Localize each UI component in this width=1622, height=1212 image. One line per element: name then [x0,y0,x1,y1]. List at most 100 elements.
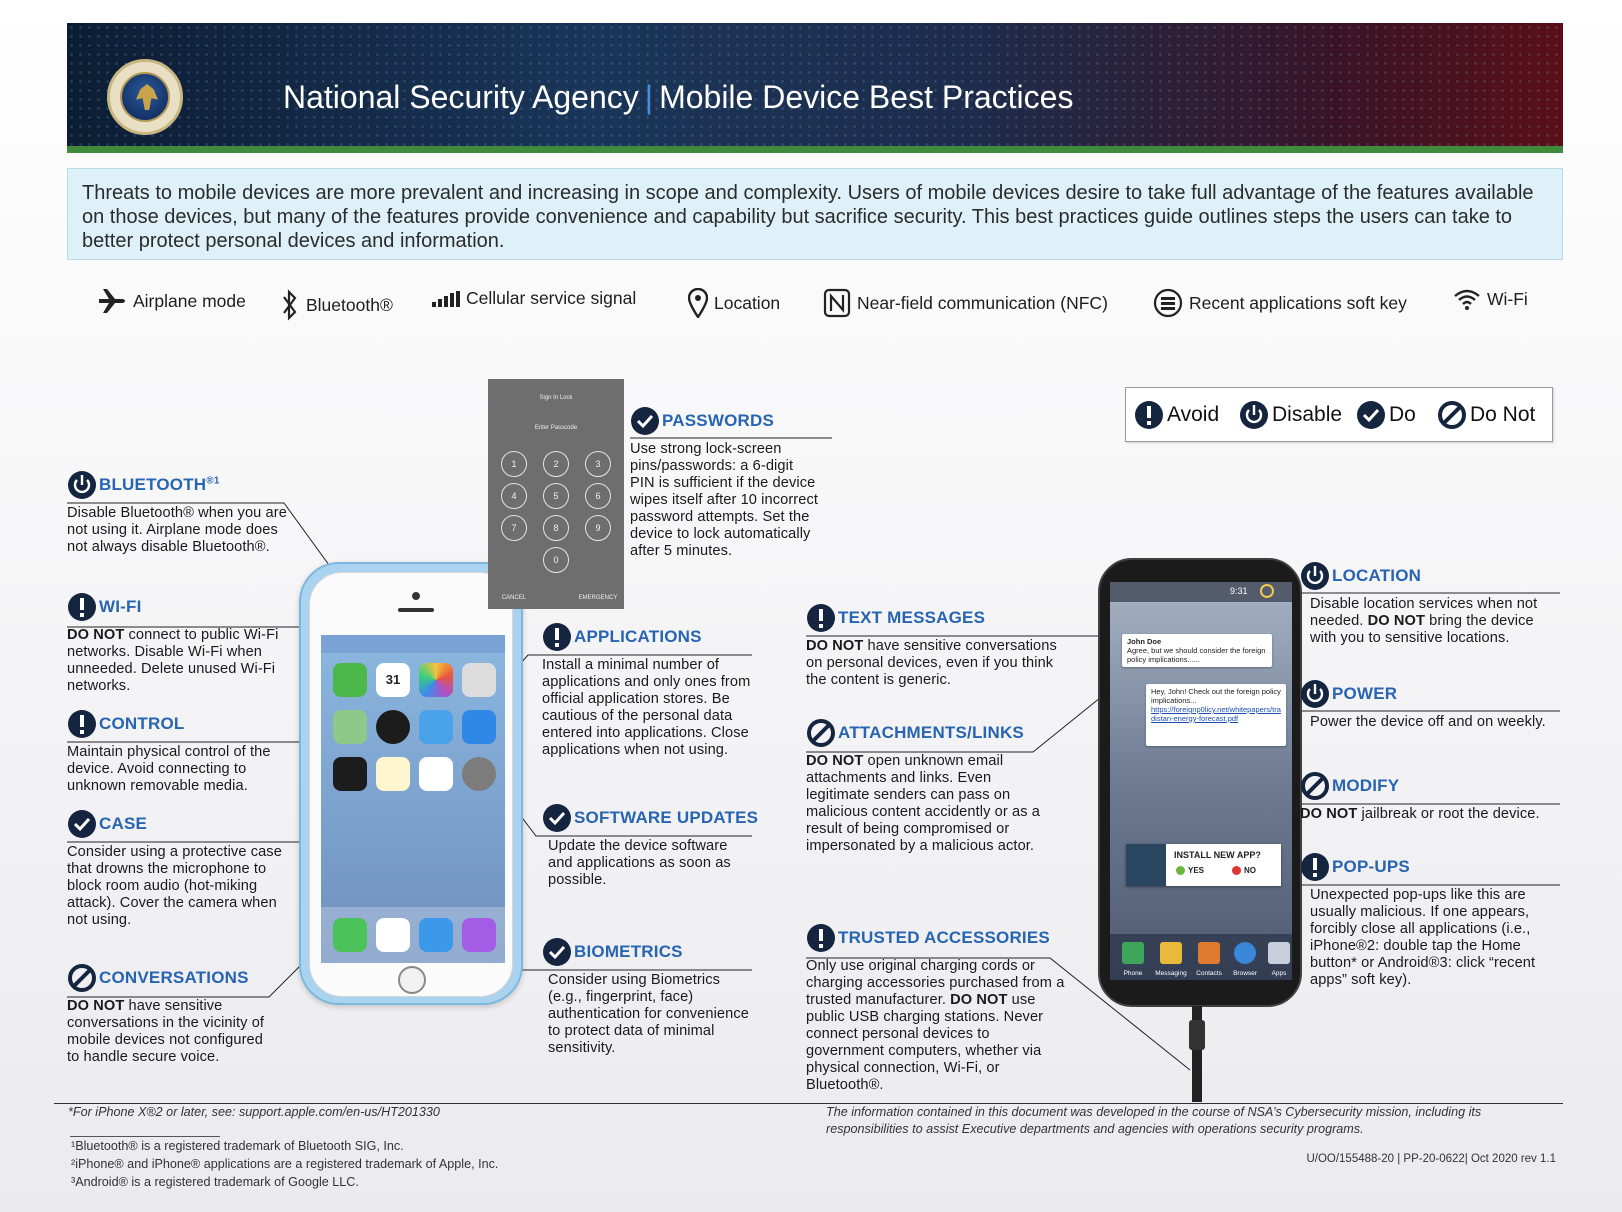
iphone-dock [321,907,505,963]
section-body: Consider using a protective case that dr… [67,844,282,928]
popup-yes-button[interactable]: YES [1176,866,1204,875]
check-icon [68,810,96,838]
avoid-icon [1135,401,1163,429]
section-title: ATTACHMENTS/LINKS [838,723,1024,742]
android-clock: 9:31 [1230,586,1248,596]
popup-title: INSTALL NEW APP? [1174,850,1261,860]
section-case: CASE Consider using a protective case th… [67,809,297,929]
safari-app-icon [376,918,410,952]
avoid-icon [68,710,96,738]
key-disable: Disable [1239,400,1342,430]
section-title: WI-FI [99,597,142,616]
legend-label: Near-field communication (NFC) [857,292,1108,313]
avoid-icon [68,593,96,621]
check-icon [1357,401,1385,429]
section-title: PASSWORDS [662,411,774,430]
install-app-popup: INSTALL NEW APP? YES NO [1126,844,1281,886]
prohibited-icon [1301,772,1329,800]
keypad-key: 7 [501,515,527,541]
keypad-key: 8 [543,515,569,541]
banner-green-rule [67,146,1563,153]
maps-app-icon [333,710,367,744]
section-body: DO NOT jailbreak or root the device. [1300,806,1540,822]
iphone-screen: 31 [321,635,505,963]
prohibited-icon [68,964,96,992]
download-icon [1126,844,1166,886]
section-body: Use strong lock-screen pins/passwords: a… [630,441,819,559]
symbol-key-box: Avoid Disable Do Do Not [1125,387,1553,442]
phishing-link[interactable]: https://foreignp0licy.net/whitepapers/tr… [1151,705,1281,723]
title-separator: | [644,79,654,115]
disclaimer: The information contained in this docume… [826,1105,1482,1136]
section-title: APPLICATIONS [574,627,702,646]
stocks-app-icon [333,757,367,791]
section-body: Only use original charging cords or char… [806,958,1065,1093]
section-body: Power the device off and on weekly. [1310,714,1546,730]
power-icon [1301,562,1329,590]
key-do-label: Do [1389,403,1416,426]
key-disable-label: Disable [1272,403,1343,426]
section-body: Consider using Biometrics (e.g., fingerp… [548,972,749,1056]
location-pin-icon [688,288,708,318]
section-passwords: PASSWORDS Use strong lock-screen pins/pa… [630,406,820,560]
section-title: MODIFY [1332,776,1400,795]
messaging-app-icon [1160,942,1182,964]
key-avoid-label: Avoid [1167,403,1220,426]
page-title: National Security Agency|Mobile Device B… [283,79,1073,116]
section-control: CONTROL Maintain physical control of the… [67,709,297,795]
section-body: Maintain physical control of the device.… [67,744,271,794]
section-body: Unexpected pop-ups like this are usually… [1310,887,1536,988]
doc-title: Mobile Device Best Practices [659,79,1074,115]
nsa-seal-logo [107,59,183,135]
section-title: BIOMETRICS [574,942,683,961]
home-button [398,966,426,994]
keypad-key: 9 [585,515,611,541]
check-icon [631,407,659,435]
legend-label: Wi-Fi [1487,288,1528,309]
avoid-icon [1301,853,1329,881]
bluetooth-icon [283,289,297,321]
section-title: SOFTWARE UPDATES [574,808,759,827]
legend-item-recent-apps: Recent applications soft key [1153,288,1407,318]
cellular-signal-icon [432,290,460,307]
phone-app-icon [1122,942,1144,964]
mail-app-icon [419,918,453,952]
popup-no-button[interactable]: NO [1232,866,1256,875]
dock-label: Messaging [1155,970,1187,977]
weather-app-icon [419,710,453,744]
section-software-updates: SOFTWARE UPDATES Update the device softw… [542,803,758,889]
legend-label: Bluetooth® [306,294,393,315]
lock-cancel: CANCEL [501,595,527,601]
section-body: Disable Bluetooth® when you are not usin… [67,505,287,555]
section-applications: APPLICATIONS Install a minimal number of… [542,622,752,759]
keypad-key: 0 [543,547,569,573]
message-bubble-phishing: Hey, John! Check out the foreign policy … [1146,684,1286,746]
app-store-icon [462,710,496,744]
footnote-2: ²iPhone® and iPhone® applications are a … [71,1157,499,1171]
power-icon [1301,680,1329,708]
banner-dot-pattern [67,23,1563,153]
document-id: U/OO/155488-20 | PP-20-0622| Oct 2020 re… [1306,1153,1556,1165]
lock-screen-title: Sign In Lock [539,395,573,401]
section-title: CASE [99,814,148,833]
section-trusted-accessories: TRUSTED ACCESSORIES Only use original ch… [806,923,1071,1094]
iphone-footnote: *For iPhone X®2 or later, see: support.a… [68,1105,440,1119]
intro-panel: Threats to mobile devices are more preva… [67,168,1563,260]
section-title: CONVERSATIONS [99,968,249,987]
apps-grid-icon [1268,942,1290,964]
wifi-icon [1454,289,1480,310]
dock-label: Phone [1123,970,1143,977]
video-app-icon [419,757,453,791]
close-icon [1232,866,1241,875]
section-popups: POP-UPS Unexpected pop-ups like this are… [1300,852,1562,989]
prohibited-icon [807,719,835,747]
section-title: TEXT MESSAGES [838,608,986,627]
legend-item-wifi: Wi-Fi [1453,288,1528,310]
section-body: DO NOT have sensitive conversations in t… [67,998,265,1065]
camera-app-icon [462,663,496,697]
clock-app-icon [376,710,410,744]
check-icon [1176,866,1185,875]
